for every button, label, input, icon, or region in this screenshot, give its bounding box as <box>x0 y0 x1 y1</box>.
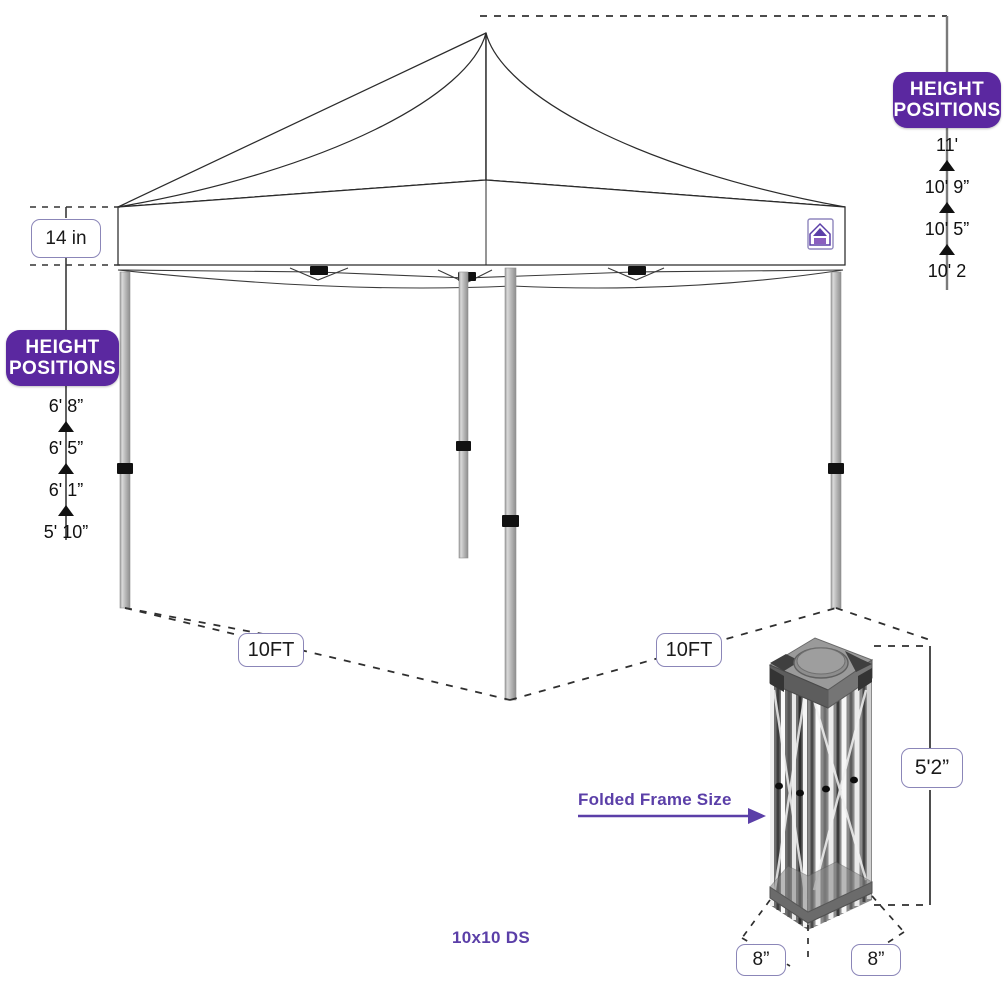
folded-frame-size-label: Folded Frame Size <box>578 790 732 809</box>
peak-badge-line-1: HEIGHT <box>909 78 985 100</box>
leg-height-positions-badge: HEIGHT POSITIONS <box>6 330 119 386</box>
leg-tick-1: 6' 5” <box>48 438 84 458</box>
folded-frame-top-cap <box>768 637 874 709</box>
peak-tick-arrow-1 <box>939 202 955 213</box>
valance-dimension-label: 14 in <box>31 219 101 258</box>
leg-tick-0: 6' 8” <box>48 396 84 416</box>
canopy-eave-truss <box>117 267 844 289</box>
leg-tick-arrow-2 <box>58 505 74 516</box>
footprint-right-label: 10FT <box>656 633 722 667</box>
leg-tick-3: 5' 10” <box>43 522 89 542</box>
folded-frame-joint-dots <box>775 776 858 797</box>
folded-frame-bottom-cap <box>769 861 873 924</box>
peak-tick-0: 11' <box>935 135 959 155</box>
leg-badge-line-2: POSITIONS <box>8 358 117 379</box>
leg-tick-2: 6' 1” <box>48 480 84 500</box>
folded-width-right-label: 8” <box>851 944 901 976</box>
leg-tick-arrow-0 <box>58 421 74 432</box>
folded-frame-illustration <box>768 637 874 930</box>
folded-height-label: 5'2” <box>901 748 963 788</box>
peak-tick-3: 10' 2 <box>927 261 967 281</box>
peak-tick-1: 10' 9” <box>924 177 970 197</box>
peak-tick-arrow-2 <box>939 244 955 255</box>
diagram-caption: 10x10 DS <box>452 928 531 947</box>
leg-tick-arrow-1 <box>58 463 74 474</box>
leg-badge-line-1: HEIGHT <box>25 336 100 358</box>
peak-badge-line-2: POSITIONS <box>893 100 1001 121</box>
folded-width-left-label: 8” <box>736 944 786 976</box>
peak-tick-arrow-0 <box>939 160 955 171</box>
canopy-brand-logo <box>807 218 834 250</box>
footprint-left-label: 10FT <box>238 633 304 667</box>
canopy-legs <box>119 267 842 701</box>
peak-tick-2: 10' 5” <box>924 219 970 239</box>
peak-height-positions-badge: HEIGHT POSITIONS <box>893 72 1001 128</box>
folded-frame-size-arrow <box>578 808 766 824</box>
leg-height-adjust-markers <box>117 441 844 527</box>
